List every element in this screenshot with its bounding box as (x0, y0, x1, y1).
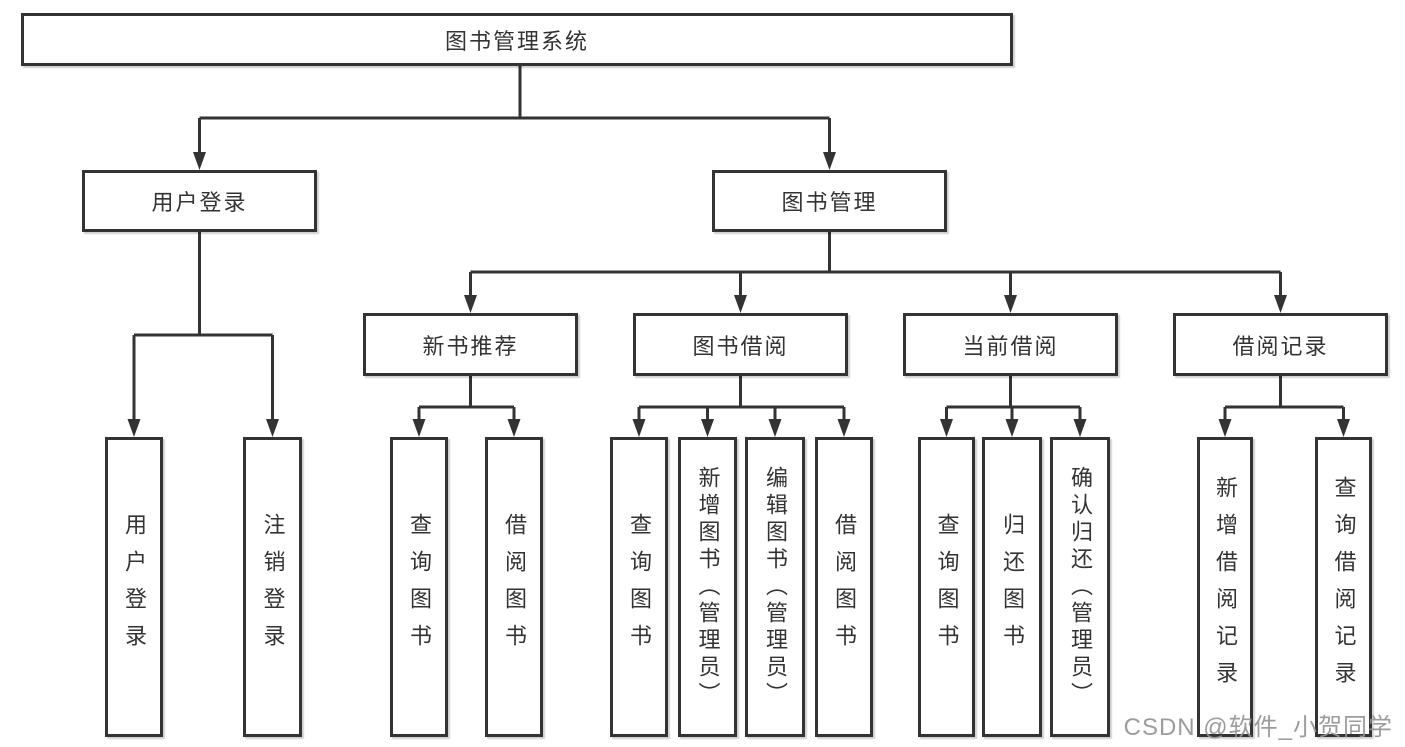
node-label: 查询借阅记录 (1331, 476, 1357, 698)
leaf-records-query-record: 查询借阅记录 (1315, 437, 1372, 737)
node-label: 图书管理 (781, 190, 878, 215)
leaf-current-return-books: 归还图书 (982, 437, 1042, 737)
node-label: 借阅图书 (832, 513, 857, 661)
leaf-borrow-add-books-admin: 新增图书（管理员） (678, 437, 737, 737)
node-label: 借阅图书 (502, 513, 527, 661)
node-label: 新增图书（管理员） (695, 465, 721, 709)
node-label: 用户登录 (122, 513, 147, 661)
leaf-records-add-record: 新增借阅记录 (1197, 437, 1253, 737)
leaf-recommend-borrow-books: 借阅图书 (485, 437, 543, 737)
node-label: 查询图书 (627, 513, 652, 661)
node-label: 编辑图书（管理员） (763, 465, 788, 709)
leaf-current-query-books: 查询图书 (918, 437, 975, 737)
node-book-borrow: 图书借阅 (633, 313, 848, 376)
leaf-borrow-query-books: 查询图书 (610, 437, 668, 737)
node-label: 查询图书 (934, 513, 960, 661)
node-label: 确认归还（管理员） (1068, 465, 1093, 709)
node-label: 新增借阅记录 (1213, 476, 1238, 698)
node-library-management-system: 图书管理系统 (21, 13, 1013, 66)
node-label: 借阅记录 (1232, 333, 1329, 359)
node-label: 图书借阅 (692, 333, 789, 359)
csdn-watermark: CSDN @软件_小贺同学 (1123, 714, 1393, 741)
leaf-borrow-borrow-books: 借阅图书 (815, 437, 873, 737)
node-label: 新书推荐 (422, 333, 519, 359)
node-label: 当前借阅 (962, 333, 1059, 359)
node-book-management: 图书管理 (712, 170, 947, 232)
node-new-book-recommend: 新书推荐 (363, 313, 578, 376)
node-label: 注销登录 (260, 513, 286, 661)
node-label: 归还图书 (1000, 513, 1025, 661)
leaf-current-confirm-return-admin: 确认归还（管理员） (1050, 437, 1110, 737)
node-label: 查询图书 (407, 513, 432, 661)
node-label: 用户登录 (151, 190, 248, 215)
leaf-user-login: 用户登录 (105, 437, 163, 737)
leaf-recommend-query-books: 查询图书 (390, 437, 448, 737)
leaf-borrow-edit-books-admin: 编辑图书（管理员） (745, 437, 805, 737)
node-current-borrow: 当前借阅 (903, 313, 1118, 376)
leaf-logout: 注销登录 (243, 437, 302, 737)
node-label: 图书管理系统 (444, 28, 589, 54)
node-user-login: 用户登录 (82, 170, 317, 232)
node-borrow-records: 借阅记录 (1173, 313, 1388, 376)
